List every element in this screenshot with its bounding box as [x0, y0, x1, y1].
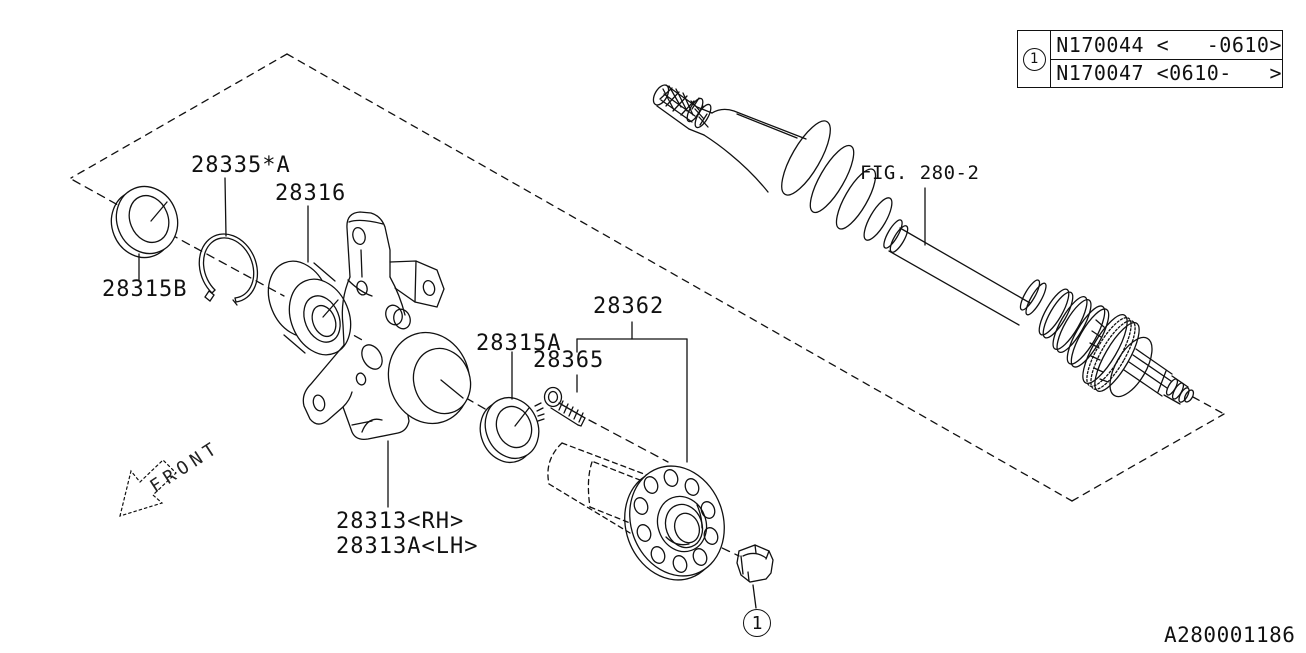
axle-nut-ref-number: 1 [751, 612, 763, 634]
ref-number-badge: 1 [1022, 47, 1046, 71]
ref-table-key-cell: 1 [1018, 31, 1052, 87]
inner-seal-drawing [479, 397, 545, 463]
part-number-reference-table: 1 N170044 < -0610> N170047 <0610- > [1017, 30, 1283, 88]
wheel-stud-drawing [543, 386, 586, 427]
label-inner-seal: 28315A [476, 331, 562, 356]
knuckle-drawing [302, 211, 472, 440]
hub-bolt-holes [633, 469, 719, 573]
label-snap-ring: 28335*A [191, 153, 291, 178]
axle-nut-ref-badge: 1 [743, 609, 771, 637]
label-knuckle-lh: 28313A<LH> [336, 534, 479, 559]
ref-table-row: N170044 < -0610> [1051, 31, 1282, 60]
axle-nut-drawing [736, 544, 774, 583]
dashed-frame [70, 53, 1225, 502]
hub-drawing [547, 442, 725, 581]
label-outer-seal: 28315B [102, 277, 188, 302]
ref-table-rows: N170044 < -0610> N170047 <0610- > [1051, 31, 1282, 87]
ref-table-row: N170047 <0610- > [1056, 61, 1282, 86]
label-bearing: 28316 [275, 181, 347, 206]
label-hub-bolt: 28365 [533, 348, 605, 373]
front-arrow [119, 459, 177, 517]
leader-lines [138, 177, 926, 609]
label-figure-reference: FIG. 280-2 [860, 162, 980, 184]
bearing-drawing [267, 260, 352, 356]
outer-seal-drawing [110, 185, 179, 259]
label-hub: 28362 [593, 294, 665, 319]
snap-ring-drawing [198, 233, 259, 306]
drawing-code: A280001186 [1164, 623, 1296, 647]
label-knuckle-rh: 28313<RH> [336, 509, 465, 534]
axle-shaft-drawing [652, 84, 1195, 405]
ref-number: 1 [1029, 51, 1039, 67]
